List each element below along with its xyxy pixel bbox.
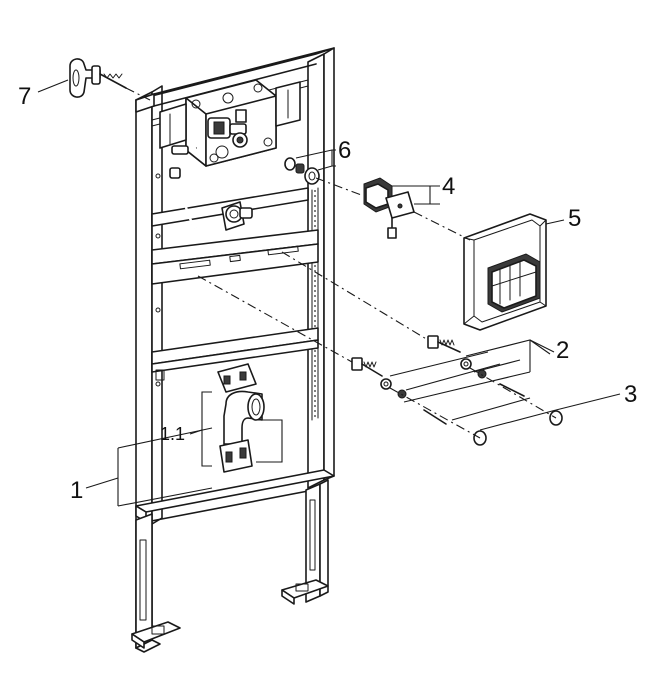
- callout-1-1: 1.1: [160, 424, 185, 444]
- perforated-strip: [311, 187, 319, 421]
- callout-labels: 7 6 4 5 2 3 1.1 1: [18, 83, 637, 504]
- flexible-hose: [169, 145, 229, 237]
- callout-6: 6: [338, 137, 351, 164]
- cross-rail-lower: [151, 327, 319, 381]
- fittings-part-6: [284, 157, 320, 185]
- leader-lines: [37, 79, 621, 507]
- cover-plate-part-5: [463, 213, 547, 331]
- cross-rail-upper: [151, 187, 319, 285]
- caps-part-3: [473, 410, 563, 446]
- water-connection: [221, 201, 253, 231]
- mounting-frame: [131, 47, 335, 653]
- waste-outlet-elbow: [217, 363, 265, 473]
- callout-4: 4: [442, 173, 455, 200]
- wall-anchor-part-7: [69, 58, 151, 101]
- angle-valve: [207, 109, 248, 159]
- callout-7: 7: [18, 83, 31, 110]
- callout-1: 1: [70, 477, 83, 504]
- callout-5: 5: [568, 205, 581, 232]
- valve-box: [159, 79, 301, 167]
- electronics-part-4: [363, 177, 415, 239]
- callout-2: 2: [556, 337, 569, 364]
- fixing-set-part-2: [351, 335, 525, 425]
- assembly-centerlines: [197, 177, 557, 439]
- callout-3: 3: [624, 381, 637, 408]
